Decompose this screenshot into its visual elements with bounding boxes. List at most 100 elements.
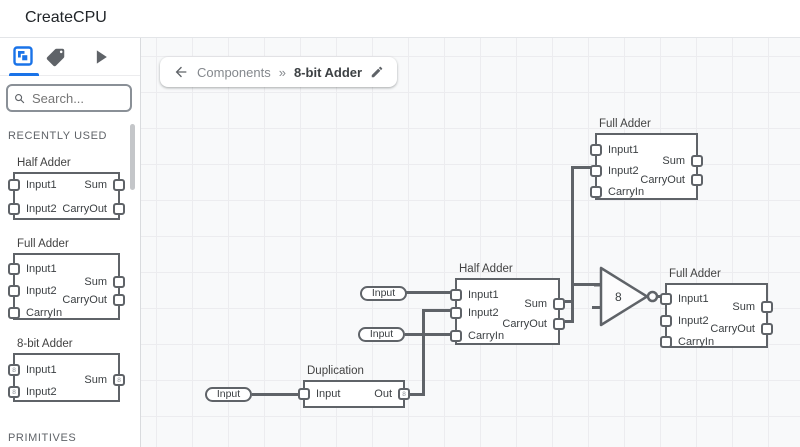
search-box[interactable] bbox=[6, 84, 132, 112]
port-input1[interactable] bbox=[450, 289, 462, 301]
port-label: Input1 bbox=[26, 179, 57, 191]
sidebar-chip-half-adder[interactable]: Half Adder Input1 Input2 Sum CarryOut bbox=[8, 157, 125, 220]
port-label: Sum bbox=[84, 179, 107, 191]
port-label: Out bbox=[374, 388, 392, 400]
port-label: Input bbox=[316, 388, 341, 400]
chip-title: Full Adder bbox=[669, 268, 721, 280]
rename-button[interactable] bbox=[370, 65, 384, 79]
port-label: Input1 bbox=[468, 289, 499, 301]
sidebar-chip-full-adder[interactable]: Full Adder Input1 Input2 CarryIn Sum Car… bbox=[8, 238, 125, 320]
wire[interactable] bbox=[571, 283, 603, 286]
port-label: Input1 bbox=[26, 364, 57, 376]
chip-title: Full Adder bbox=[17, 238, 69, 250]
chip-title: 8-bit Adder bbox=[17, 338, 73, 350]
input-node[interactable]: Input bbox=[205, 387, 252, 402]
input-label: Input bbox=[216, 388, 241, 400]
back-button[interactable] bbox=[173, 64, 189, 80]
port-label: Sum bbox=[84, 374, 107, 386]
port-label: CarryOut bbox=[62, 203, 107, 215]
port-input1[interactable] bbox=[8, 179, 20, 191]
port-carryin[interactable] bbox=[450, 330, 462, 342]
breadcrumb-parent[interactable]: Components bbox=[197, 64, 271, 80]
port-label: CarryIn bbox=[608, 186, 645, 198]
wire[interactable] bbox=[405, 291, 451, 294]
search-icon bbox=[15, 93, 25, 103]
chip-title: Duplication bbox=[307, 365, 364, 377]
wire[interactable] bbox=[422, 309, 425, 396]
wire[interactable] bbox=[407, 393, 425, 396]
port-label: Sum bbox=[662, 155, 685, 167]
input-label: Input bbox=[369, 328, 394, 340]
circuit-canvas[interactable]: Components » 8-bit Adder Input Input bbox=[141, 38, 800, 447]
port-sum[interactable]: 8 bbox=[113, 374, 125, 386]
port-sum[interactable] bbox=[553, 298, 565, 310]
port-input1[interactable]: 8 bbox=[8, 364, 20, 376]
port-label: CarryIn bbox=[468, 330, 505, 342]
not-gate[interactable]: 8 bbox=[585, 264, 665, 330]
port-label: Sum bbox=[84, 276, 107, 288]
active-tab-indicator bbox=[9, 73, 39, 76]
port-input1[interactable] bbox=[590, 144, 602, 156]
input-node[interactable]: Input bbox=[358, 327, 405, 342]
tab-components[interactable] bbox=[13, 46, 35, 68]
tab-run[interactable] bbox=[91, 47, 113, 69]
port-label: Sum bbox=[524, 298, 547, 310]
sidebar-chip-8bit-adder[interactable]: 8-bit Adder 8 8 8 Input1 Input2 Sum bbox=[8, 338, 125, 402]
input-node[interactable]: Input bbox=[360, 286, 407, 301]
node-full-adder-top[interactable]: Full Adder Input1 Input2 CarryIn Sum Car… bbox=[590, 118, 703, 200]
node-full-adder-right[interactable]: Full Adder Input1 Input2 CarryIn Sum Car… bbox=[660, 268, 773, 348]
port-input1[interactable] bbox=[8, 263, 20, 275]
port-label: Input1 bbox=[26, 263, 57, 275]
port-carryout[interactable] bbox=[761, 323, 773, 335]
port-label: Input2 bbox=[26, 203, 57, 215]
port-carryout[interactable] bbox=[113, 294, 125, 306]
port-input[interactable] bbox=[298, 388, 310, 400]
section-recently-used: RECENTLY USED bbox=[8, 130, 108, 142]
wire[interactable] bbox=[565, 320, 574, 323]
port-label: CarryOut bbox=[502, 318, 547, 330]
port-label: Input2 bbox=[608, 165, 639, 177]
port-carryout[interactable] bbox=[113, 203, 125, 215]
wire[interactable] bbox=[252, 393, 299, 396]
wire[interactable] bbox=[571, 166, 574, 323]
input-label: Input bbox=[371, 287, 396, 299]
port-carryin[interactable] bbox=[590, 186, 602, 198]
pencil-icon bbox=[371, 66, 383, 78]
section-primitives: PRIMITIVES bbox=[8, 432, 77, 444]
port-sum[interactable] bbox=[691, 155, 703, 167]
sidebar-tabs bbox=[0, 38, 140, 76]
sidebar-scrollbar[interactable] bbox=[130, 124, 135, 190]
port-sum[interactable] bbox=[113, 179, 125, 191]
search-input[interactable] bbox=[30, 89, 124, 107]
wire[interactable] bbox=[422, 309, 451, 312]
app-header: CreateCPU bbox=[0, 0, 800, 38]
port-carryin[interactable] bbox=[660, 336, 672, 348]
wire[interactable] bbox=[565, 300, 574, 303]
port-out[interactable]: 8 bbox=[398, 388, 410, 400]
port-carryout[interactable] bbox=[691, 174, 703, 186]
port-sum[interactable] bbox=[761, 301, 773, 313]
wire[interactable] bbox=[571, 166, 592, 169]
node-duplication[interactable]: Duplication 8 Input Out bbox=[298, 365, 410, 408]
tab-tags[interactable] bbox=[45, 47, 67, 69]
breadcrumb-separator: » bbox=[278, 64, 286, 80]
node-half-adder[interactable]: Half Adder Input1 Input2 CarryIn Sum Car… bbox=[450, 263, 565, 345]
port-label: Input2 bbox=[468, 307, 499, 319]
port-input2[interactable]: 8 bbox=[8, 386, 20, 398]
port-input2[interactable] bbox=[8, 285, 20, 297]
port-label: CarryIn bbox=[26, 307, 63, 319]
port-carryin[interactable] bbox=[8, 307, 20, 319]
port-input1[interactable] bbox=[660, 293, 672, 305]
components-icon bbox=[13, 46, 33, 66]
port-input2[interactable] bbox=[8, 203, 20, 215]
port-label: Input2 bbox=[26, 285, 57, 297]
breadcrumb: Components » 8-bit Adder bbox=[160, 57, 398, 87]
port-label: Input2 bbox=[26, 386, 57, 398]
port-input2[interactable] bbox=[660, 315, 672, 327]
port-input2[interactable] bbox=[590, 165, 602, 177]
port-sum[interactable] bbox=[113, 276, 125, 288]
port-label: CarryOut bbox=[640, 174, 685, 186]
wire[interactable] bbox=[405, 333, 451, 336]
port-input2[interactable] bbox=[450, 307, 462, 319]
port-carryout[interactable] bbox=[553, 318, 565, 330]
